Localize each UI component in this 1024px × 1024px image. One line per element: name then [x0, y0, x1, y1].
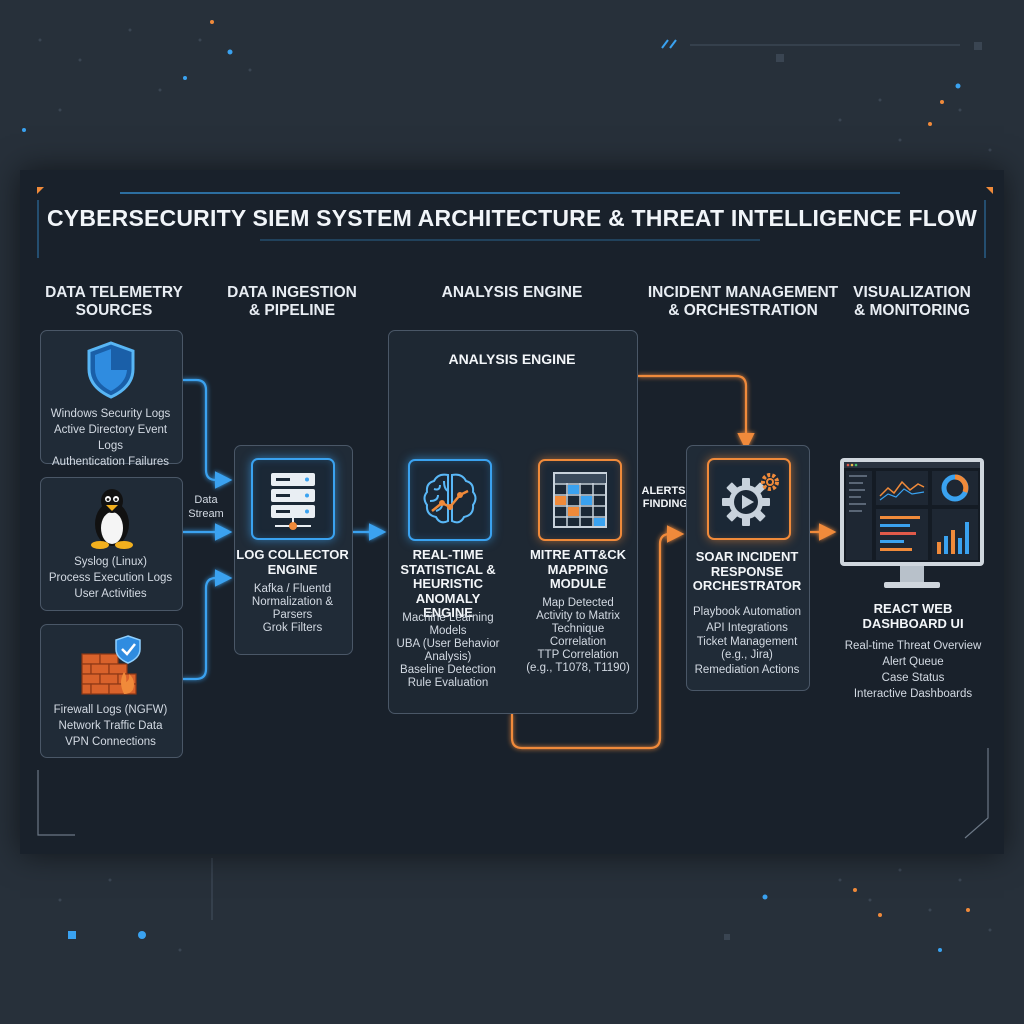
- anomaly-engine-item: Machine Learning: [402, 612, 494, 624]
- alerts-findings-label-line1: ALERTS &: [641, 485, 697, 497]
- mitre-module-title-line: MODULE: [549, 576, 607, 591]
- brain-icon: [423, 473, 477, 524]
- log-collector-title-line: ENGINE: [267, 561, 318, 577]
- log-collector-item: Normalization &: [251, 596, 334, 608]
- source-windows-line: Authentication Failures: [52, 456, 169, 468]
- mitre-module-title-line: MITRE ATT&CK: [529, 547, 627, 562]
- log-collector-item: Parsers: [272, 609, 313, 621]
- mitre-module-item: (e.g., T1078, T1190): [526, 662, 630, 674]
- column-header-ingestion-line2: & PIPELINE: [248, 302, 336, 319]
- column-header-incident-line2: & ORCHESTRATION: [668, 302, 818, 319]
- anomaly-engine-title-line: STATISTICAL &: [400, 561, 496, 577]
- shield-icon: [87, 341, 135, 399]
- anomaly-engine-title: REAL-TIME STATISTICAL & HEURISTIC ANOMAL…: [392, 547, 504, 621]
- anomaly-engine-item: Analysis): [424, 651, 472, 663]
- anomaly-engine-item: Models: [429, 625, 467, 637]
- log-collector-items: Kafka / Fluentd Normalization & Parsers …: [234, 583, 351, 635]
- monitor-icon: [840, 458, 984, 588]
- alerts-findings-label: ALERTS & FINDINGS: [638, 485, 700, 511]
- column-header-incident: INCIDENT MANAGEMENT & ORCHESTRATION: [640, 284, 846, 320]
- source-linux-text: Syslog (Linux) Process Execution Logs Us…: [40, 554, 181, 602]
- mitre-module-item: Map Detected: [542, 597, 614, 609]
- soar-item: API Integrations: [706, 622, 788, 634]
- soar-item: Playbook Automation: [692, 606, 802, 618]
- mitre-module-title: MITRE ATT&CK MAPPING MODULE: [522, 547, 634, 592]
- anomaly-engine-title-line: REAL-TIME: [412, 547, 484, 562]
- anomaly-engine-item: Baseline Detection: [400, 664, 496, 676]
- anomaly-engine-item: UBA (User Behavior: [396, 638, 500, 650]
- source-firewall-text: Firewall Logs (NGFW) Network Traffic Dat…: [40, 702, 181, 750]
- dashboard-title: REACT WEB DASHBOARD UI: [842, 601, 984, 631]
- data-stream-label-line2: Stream: [188, 508, 224, 520]
- firewall-icon: [81, 635, 141, 695]
- column-header-sources-line2: SOURCES: [75, 302, 153, 319]
- source-firewall-line: Network Traffic Data: [58, 720, 163, 732]
- column-header-visualization-line2: & MONITORING: [854, 302, 970, 319]
- source-windows-line: Windows Security Logs: [50, 408, 171, 420]
- soar-item: Remediation Actions: [694, 664, 800, 676]
- column-header-incident-line1: INCIDENT MANAGEMENT: [647, 284, 839, 301]
- anomaly-engine-item: Rule Evaluation: [407, 677, 489, 689]
- column-header-sources-line1: DATA TELEMETRY: [45, 284, 183, 301]
- gear-play-icon-tile: [707, 458, 791, 540]
- log-collector-title: LOG COLLECTOR ENGINE: [234, 547, 351, 577]
- mitre-module-items: Map Detected Activity to Matrix Techniqu…: [518, 597, 638, 675]
- column-header-analysis: ANALYSIS ENGINE: [400, 284, 624, 302]
- soar-item: Ticket Management: [696, 636, 798, 648]
- dashboard-item: Real-time Threat Overview: [844, 640, 982, 652]
- linux-penguin-icon: [91, 489, 133, 549]
- anomaly-engine-title-line: ANOMALY ENGINE: [415, 590, 481, 620]
- source-windows-line: Active Directory Event Logs: [53, 424, 168, 452]
- analysis-engine-title: ANALYSIS ENGINE: [448, 351, 576, 367]
- diagram-title: CYBERSECURITY SIEM SYSTEM ARCHITECTURE &…: [46, 205, 978, 231]
- alerts-findings-label-line2: FINDINGS: [642, 498, 696, 510]
- column-header-ingestion: DATA INGESTION & PIPELINE: [212, 284, 372, 320]
- anomaly-engine-items: Machine Learning Models UBA (User Behavi…: [392, 612, 504, 690]
- column-header-visualization: VISUALIZATION & MONITORING: [846, 284, 978, 320]
- source-firewall-line: Firewall Logs (NGFW): [53, 704, 168, 716]
- data-stream-label: Data Stream: [180, 493, 232, 521]
- dashboard-title-line: DASHBOARD UI: [862, 615, 964, 631]
- server-icon: [271, 473, 315, 530]
- data-stream-label-line1: Data: [194, 494, 218, 506]
- column-header-analysis-line1: ANALYSIS ENGINE: [441, 284, 583, 301]
- dashboard-title-line: REACT WEB: [873, 601, 953, 616]
- dashboard-item: Alert Queue: [882, 656, 944, 668]
- mitre-module-title-line: MAPPING: [547, 561, 609, 577]
- soar-title-line: SOAR INCIDENT: [695, 549, 799, 564]
- matrix-icon: [553, 472, 607, 528]
- mitre-module-item: Technique: [551, 623, 605, 635]
- dashboard-item: Interactive Dashboards: [853, 688, 973, 700]
- log-collector-item: Kafka / Fluentd: [253, 583, 332, 595]
- matrix-icon-tile: [538, 459, 622, 541]
- anomaly-engine-title-line: HEURISTIC: [412, 576, 484, 591]
- source-linux-line: User Activities: [74, 588, 147, 600]
- source-firewall-line: VPN Connections: [65, 736, 156, 748]
- dashboard-item: Case Status: [881, 672, 945, 684]
- soar-title-line: ORCHESTRATOR: [692, 578, 802, 593]
- soar-items: Playbook Automation API Integrations Tic…: [680, 604, 814, 678]
- column-header-ingestion-line1: DATA INGESTION: [227, 284, 357, 301]
- mitre-module-item: Activity to Matrix: [536, 610, 620, 622]
- gear-play-icon: [722, 473, 779, 526]
- soar-item: (e.g., Jira): [721, 649, 773, 661]
- brain-icon-tile: [408, 459, 492, 541]
- mitre-module-item: TTP Correlation: [537, 649, 619, 661]
- source-linux-line: Process Execution Logs: [48, 572, 173, 584]
- column-header-visualization-line1: VISUALIZATION: [853, 284, 971, 301]
- mitre-module-item: Correlation: [549, 636, 607, 648]
- soar-title: SOAR INCIDENT RESPONSE ORCHESTRATOR: [686, 549, 808, 594]
- log-collector-item: Grok Filters: [262, 622, 323, 634]
- column-header-sources: DATA TELEMETRY SOURCES: [34, 284, 194, 320]
- dashboard-items: Real-time Threat Overview Alert Queue Ca…: [836, 638, 990, 702]
- server-icon-tile: [251, 458, 335, 540]
- log-collector-title-line: LOG COLLECTOR: [236, 547, 349, 562]
- soar-title-line: RESPONSE: [710, 563, 784, 579]
- source-linux-line: Syslog (Linux): [74, 556, 147, 568]
- source-windows-text: Windows Security Logs Active Directory E…: [40, 406, 181, 470]
